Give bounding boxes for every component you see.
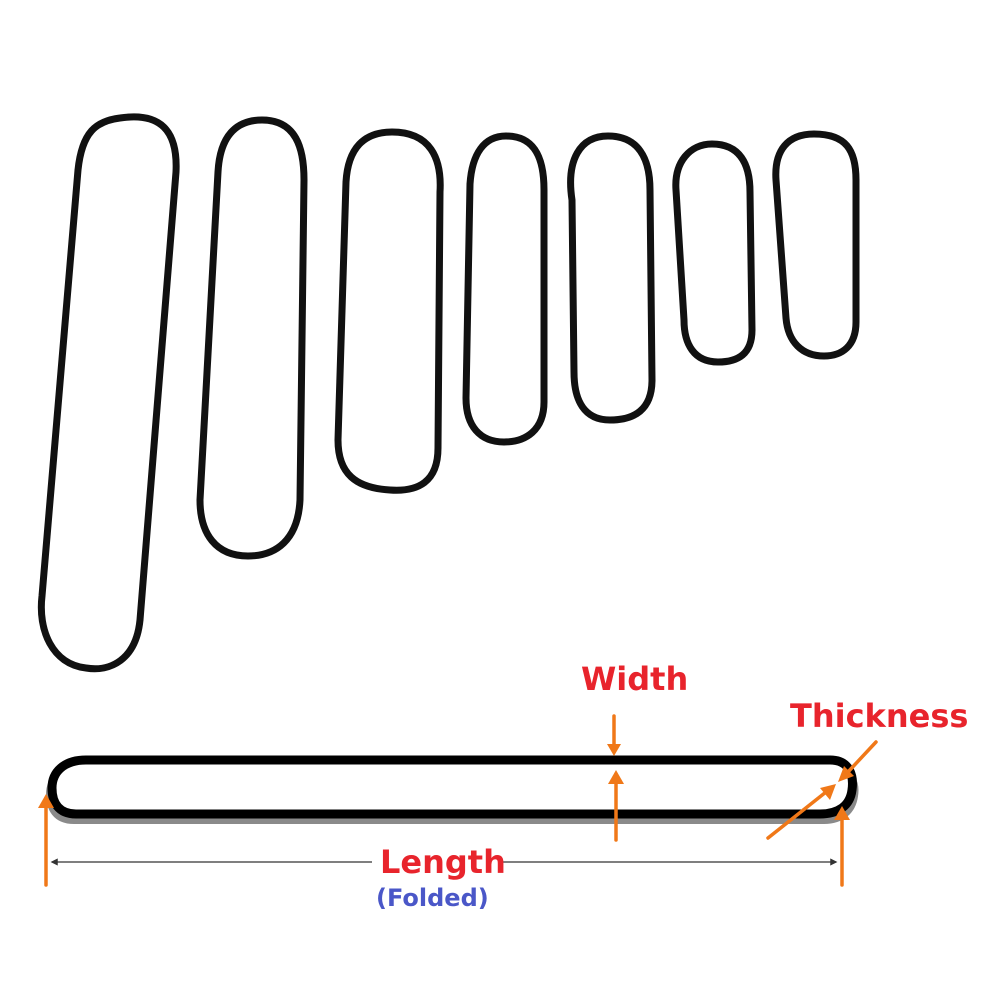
- width-arrow-bottom-head: [608, 770, 624, 784]
- thickness-arrow-top-head: [838, 766, 854, 782]
- thickness-label: Thickness: [790, 697, 969, 735]
- length-arrow-right-head: [834, 806, 850, 820]
- length-arrow-left-head: [38, 794, 54, 808]
- width-label: Width: [581, 660, 689, 698]
- thickness-arrow-bottom-head: [820, 784, 836, 800]
- belt-6: [672, 140, 756, 366]
- thickness-arrow-bottom: [766, 790, 828, 840]
- thickness-arrow-top: [846, 740, 878, 774]
- belt-3: [334, 128, 444, 494]
- belt-2: [196, 116, 308, 560]
- belt-5: [567, 132, 656, 424]
- measure-arrows: [38, 714, 878, 887]
- belt-group: [37, 113, 860, 673]
- length-label: Length: [380, 843, 506, 881]
- folded-label: (Folded): [376, 884, 489, 912]
- belt-7: [772, 130, 860, 360]
- folded-belt: [45, 755, 859, 824]
- folded-belt-outline: [47, 755, 857, 819]
- belt-4: [462, 132, 548, 446]
- width-arrow-top-head: [607, 744, 621, 756]
- belt-1: [37, 113, 180, 673]
